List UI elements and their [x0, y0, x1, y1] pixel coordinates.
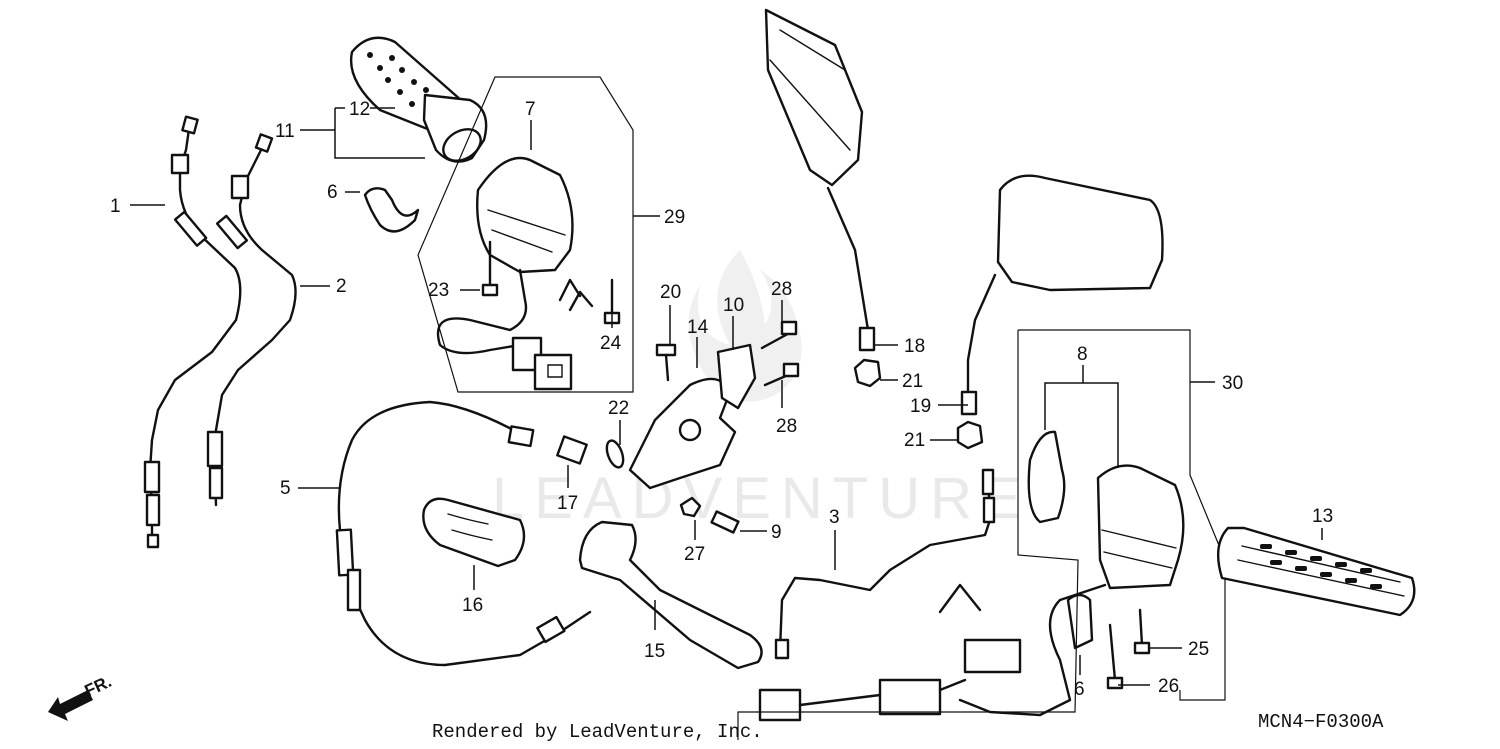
callout-28b: 28 [776, 416, 797, 437]
callout-21b: 21 [904, 430, 925, 451]
callout-21a: 21 [902, 371, 923, 392]
clutch-cable [335, 400, 592, 667]
callout-29: 29 [664, 207, 685, 228]
callout-3: 3 [829, 507, 840, 528]
assembly-29-boundary [417, 76, 634, 393]
cable-3 [774, 468, 996, 660]
callout-15: 15 [644, 641, 665, 662]
clamp-clip-left [363, 187, 420, 233]
right-switch-screws [1106, 608, 1151, 690]
callout-6a: 6 [327, 182, 338, 203]
right-switch-assembly [758, 430, 1185, 722]
credit-text: Rendered by LeadVenture, Inc. [432, 721, 763, 743]
right-grip [1216, 526, 1416, 617]
watermark: LEADVENTURE [492, 250, 1031, 531]
callout-6b: 6 [1074, 679, 1085, 700]
callout-14: 14 [687, 317, 709, 338]
callout-numbers: 1 2 11 12 6 7 29 23 24 20 14 10 28 28 22… [110, 99, 1333, 700]
small-hardware [556, 343, 740, 534]
callout-7: 7 [525, 99, 536, 120]
callout-23: 23 [428, 280, 449, 301]
brake-lever [578, 520, 763, 670]
callout-30: 30 [1222, 373, 1243, 394]
callout-5: 5 [280, 478, 291, 499]
callout-22: 22 [608, 398, 629, 419]
callout-12: 12 [349, 99, 370, 120]
watermark-text: LEADVENTURE [492, 466, 1031, 531]
callout-10: 10 [723, 295, 744, 316]
drawing-code: MCN4−F0300A [1258, 711, 1384, 733]
callout-25: 25 [1188, 639, 1209, 660]
callout-28a: 28 [771, 279, 792, 300]
leader-lines [130, 107, 1323, 686]
callout-17: 17 [557, 493, 578, 514]
front-direction-arrow-icon: FR. [48, 672, 115, 721]
callout-26: 26 [1158, 676, 1179, 697]
callout-8: 8 [1077, 344, 1088, 365]
mirror-left [764, 8, 882, 388]
left-switch-assembly [436, 156, 594, 391]
callout-27: 27 [684, 544, 705, 565]
callout-11: 11 [275, 121, 295, 142]
callout-2: 2 [336, 276, 347, 297]
callout-1: 1 [110, 196, 121, 217]
throttle-grip [349, 36, 488, 163]
lever-cover [422, 497, 526, 568]
callout-19: 19 [910, 396, 931, 417]
lever-bracket [628, 343, 757, 490]
mirror-right [956, 174, 1164, 450]
bracket-bolts [760, 320, 800, 387]
callout-16: 16 [462, 595, 483, 616]
callout-13: 13 [1312, 506, 1333, 527]
callout-20: 20 [660, 282, 681, 303]
throttle-cable-2 [206, 133, 297, 507]
callout-24: 24 [600, 333, 622, 354]
callout-18: 18 [904, 336, 925, 357]
callout-9: 9 [771, 522, 782, 543]
throttle-cable-1 [143, 115, 242, 549]
